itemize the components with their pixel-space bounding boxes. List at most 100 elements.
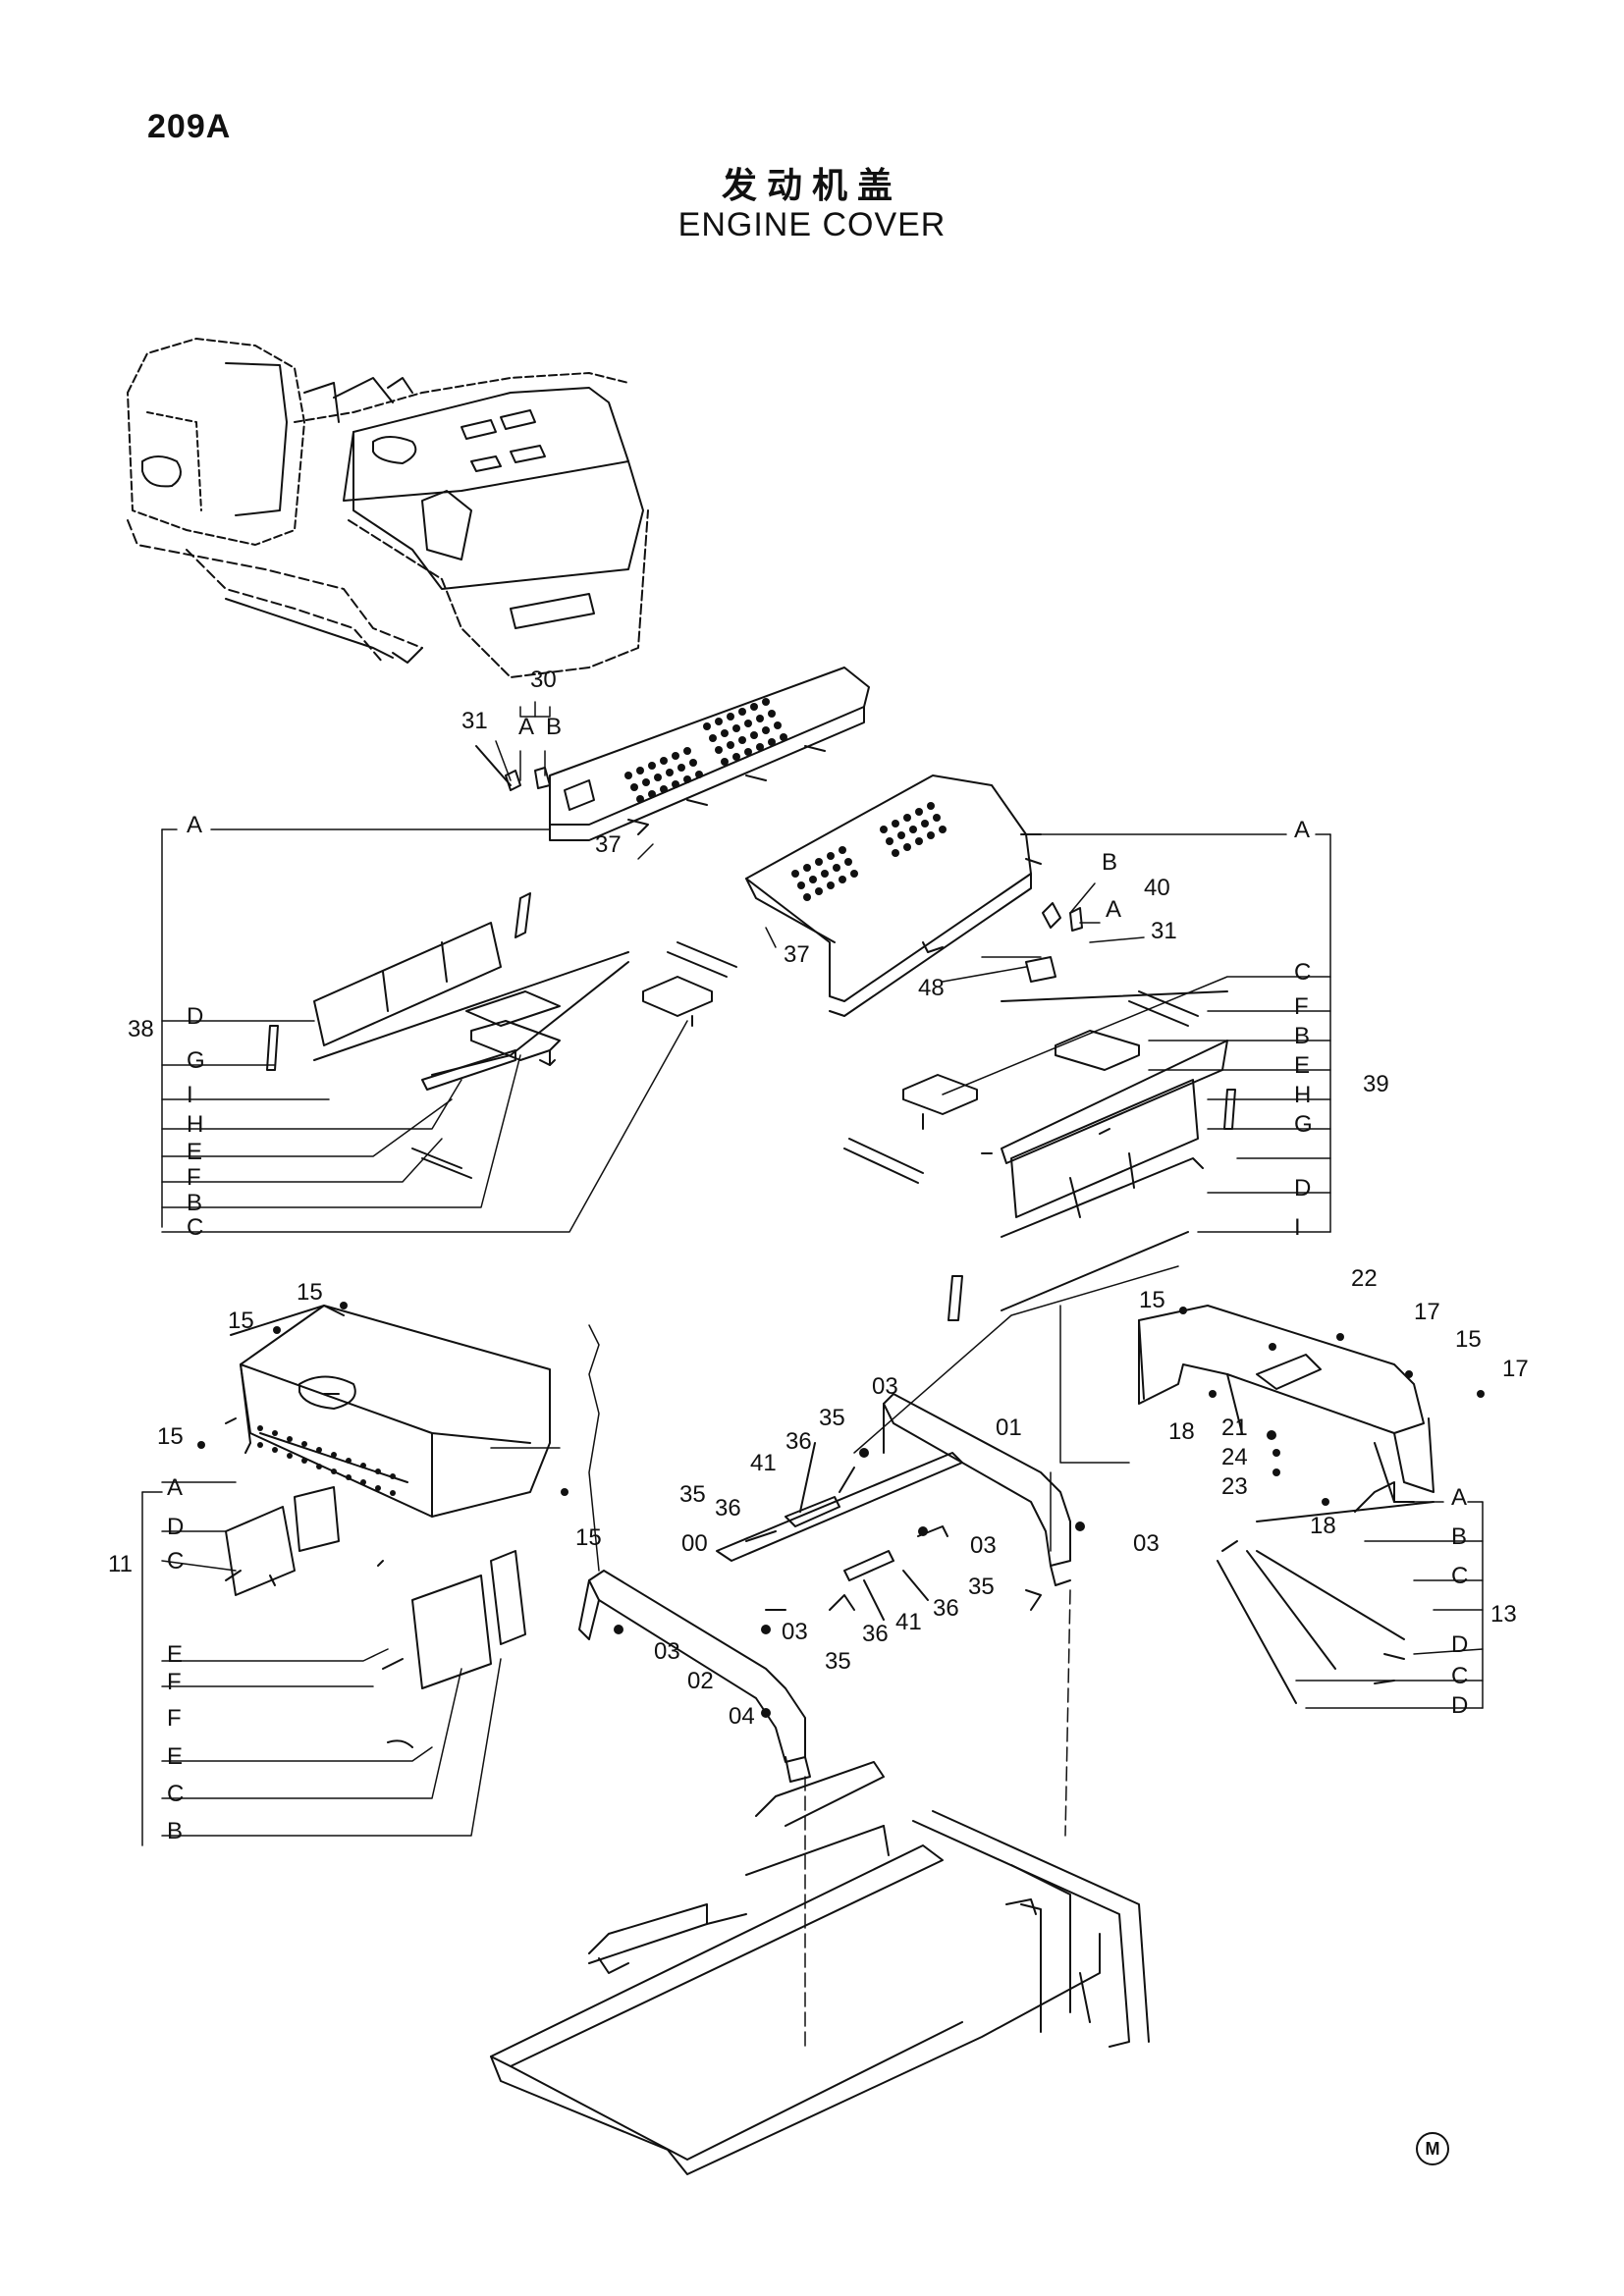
callout-c22: 22 xyxy=(1351,1265,1378,1292)
callout-c11: 11 xyxy=(108,1551,133,1577)
bracket-b39-letter-2: F xyxy=(1294,993,1309,1020)
callout-c36d: 36 xyxy=(862,1621,889,1647)
bracket-b39-letter-6: G xyxy=(1294,1111,1313,1138)
callout-c48: 48 xyxy=(918,975,945,1001)
callout-c35b: 35 xyxy=(679,1481,706,1508)
bracket-b39-letter-5: H xyxy=(1294,1082,1311,1108)
side-cover-11-hole-row xyxy=(257,1425,396,1496)
bracket-b11-letter-3: E xyxy=(167,1641,183,1668)
bracket-b39-letter-7: D xyxy=(1294,1175,1311,1201)
callout-c31b: 31 xyxy=(1151,918,1177,944)
bracket-b13-letter-2: C xyxy=(1451,1563,1468,1589)
callout-c03d: 03 xyxy=(782,1619,808,1645)
bracket-b38-letter-0: A xyxy=(187,812,202,838)
callout-c15a: 15 xyxy=(297,1279,323,1306)
callout-c35a: 35 xyxy=(819,1405,845,1431)
callout-c15c: 15 xyxy=(157,1423,184,1450)
seal-kit-38-parts xyxy=(266,892,737,1179)
callout-c40b: B xyxy=(1102,849,1117,876)
callout-c17b: 17 xyxy=(1502,1356,1529,1382)
callout-c39: 39 xyxy=(1363,1071,1389,1097)
bracket-b11-letter-1: D xyxy=(167,1514,184,1540)
bracket-b39-letter-1: C xyxy=(1294,959,1311,986)
callout-c30b: B xyxy=(546,714,562,740)
callout-c21: 21 xyxy=(1221,1415,1248,1441)
callout-c03a: 03 xyxy=(872,1373,898,1400)
callout-c35d: 35 xyxy=(825,1648,851,1675)
callout-c37b: 37 xyxy=(784,941,810,968)
callout-c36b: 36 xyxy=(715,1495,741,1522)
excavator-overview-illustration xyxy=(127,338,649,678)
callout-c15d: 15 xyxy=(575,1524,602,1551)
bracket-b38-letter-4: H xyxy=(187,1111,203,1138)
cover-support-frame xyxy=(578,1393,1071,1783)
bracket-b11-letter-0: A xyxy=(167,1474,183,1501)
callout-c35c: 35 xyxy=(968,1574,995,1600)
bracket-b13-letter-4: C xyxy=(1451,1663,1468,1689)
callout-c15b: 15 xyxy=(228,1308,254,1334)
callout-c15f: 15 xyxy=(1455,1326,1482,1353)
callout-c01: 01 xyxy=(996,1415,1022,1441)
callout-c03e: 03 xyxy=(654,1638,680,1665)
callout-c04: 04 xyxy=(729,1703,755,1730)
right-side-cover-13 xyxy=(1138,1305,1435,1704)
callout-c24: 24 xyxy=(1221,1444,1248,1470)
callout-c23: 23 xyxy=(1221,1473,1248,1500)
callout-c37a: 37 xyxy=(595,831,622,858)
callout-c41a: 41 xyxy=(750,1450,777,1476)
callout-c18a: 18 xyxy=(1168,1418,1195,1445)
bracket-b13-letter-1: B xyxy=(1451,1523,1467,1550)
manufacturer-mark: M xyxy=(1416,2132,1449,2165)
rear-engine-cover xyxy=(745,774,1083,1017)
bracket-b38-letter-7: B xyxy=(187,1190,202,1216)
callout-c17a: 17 xyxy=(1414,1299,1440,1325)
callout-c36a: 36 xyxy=(785,1428,812,1455)
bracket-b11-letter-2: C xyxy=(167,1548,184,1575)
callout-c41b: 41 xyxy=(895,1609,922,1635)
bracket-b38-letter-1: D xyxy=(187,1003,203,1030)
base-frame xyxy=(490,1761,1150,2175)
bracket-b38-letter-3: I xyxy=(187,1082,193,1108)
callout-c30: 30 xyxy=(530,667,557,693)
callout-c13: 13 xyxy=(1490,1601,1517,1628)
bracket-b39-letter-0: A xyxy=(1294,817,1310,843)
callout-c02: 02 xyxy=(687,1668,714,1694)
callout-c18b: 18 xyxy=(1310,1513,1336,1539)
bracket-b38-letter-2: G xyxy=(187,1047,205,1074)
fastener-markers xyxy=(197,1302,1485,1718)
bracket-b11-letter-4: F xyxy=(167,1669,182,1695)
callout-c36c: 36 xyxy=(933,1595,959,1622)
bracket-b13-letter-0: A xyxy=(1451,1484,1467,1511)
side-cover-11 xyxy=(225,1305,551,1748)
bracket-b11-letter-8: B xyxy=(167,1818,183,1844)
bracket-b39-letter-4: E xyxy=(1294,1052,1310,1079)
bracket-b13-letter-3: D xyxy=(1451,1631,1468,1658)
bracket-b38-letter-8: C xyxy=(187,1214,203,1241)
grille-hole-pattern-top-right xyxy=(791,802,947,901)
bracket-b38-letter-6: F xyxy=(187,1164,201,1191)
bracket-b13-letter-5: D xyxy=(1451,1692,1468,1719)
callout-c00: 00 xyxy=(681,1530,708,1557)
callout-c40: 40 xyxy=(1144,875,1170,901)
bracket-b11-letter-5: F xyxy=(167,1705,182,1732)
callout-c03b: 03 xyxy=(970,1532,997,1559)
callout-c30a: A xyxy=(518,714,534,740)
page-id: 209A xyxy=(147,108,232,145)
bracket-b11-letter-7: C xyxy=(167,1781,184,1807)
bracket-b11-letter-6: E xyxy=(167,1743,183,1770)
bracket-b39-letter-8: I xyxy=(1294,1214,1301,1241)
callout-c38: 38 xyxy=(128,1016,154,1042)
callout-c03c: 03 xyxy=(1133,1530,1160,1557)
grille-hole-pattern-top-left xyxy=(624,698,787,803)
page-title-english: ENGINE COVER xyxy=(677,206,947,243)
page-title-chinese: 发动机盖 xyxy=(721,166,902,206)
reference-leader-lines xyxy=(141,701,1484,2053)
bracket-b38-letter-5: E xyxy=(187,1139,202,1165)
callout-c40a: A xyxy=(1106,896,1121,923)
callout-c31a: 31 xyxy=(461,708,488,734)
bracket-b39-letter-3: B xyxy=(1294,1023,1310,1049)
